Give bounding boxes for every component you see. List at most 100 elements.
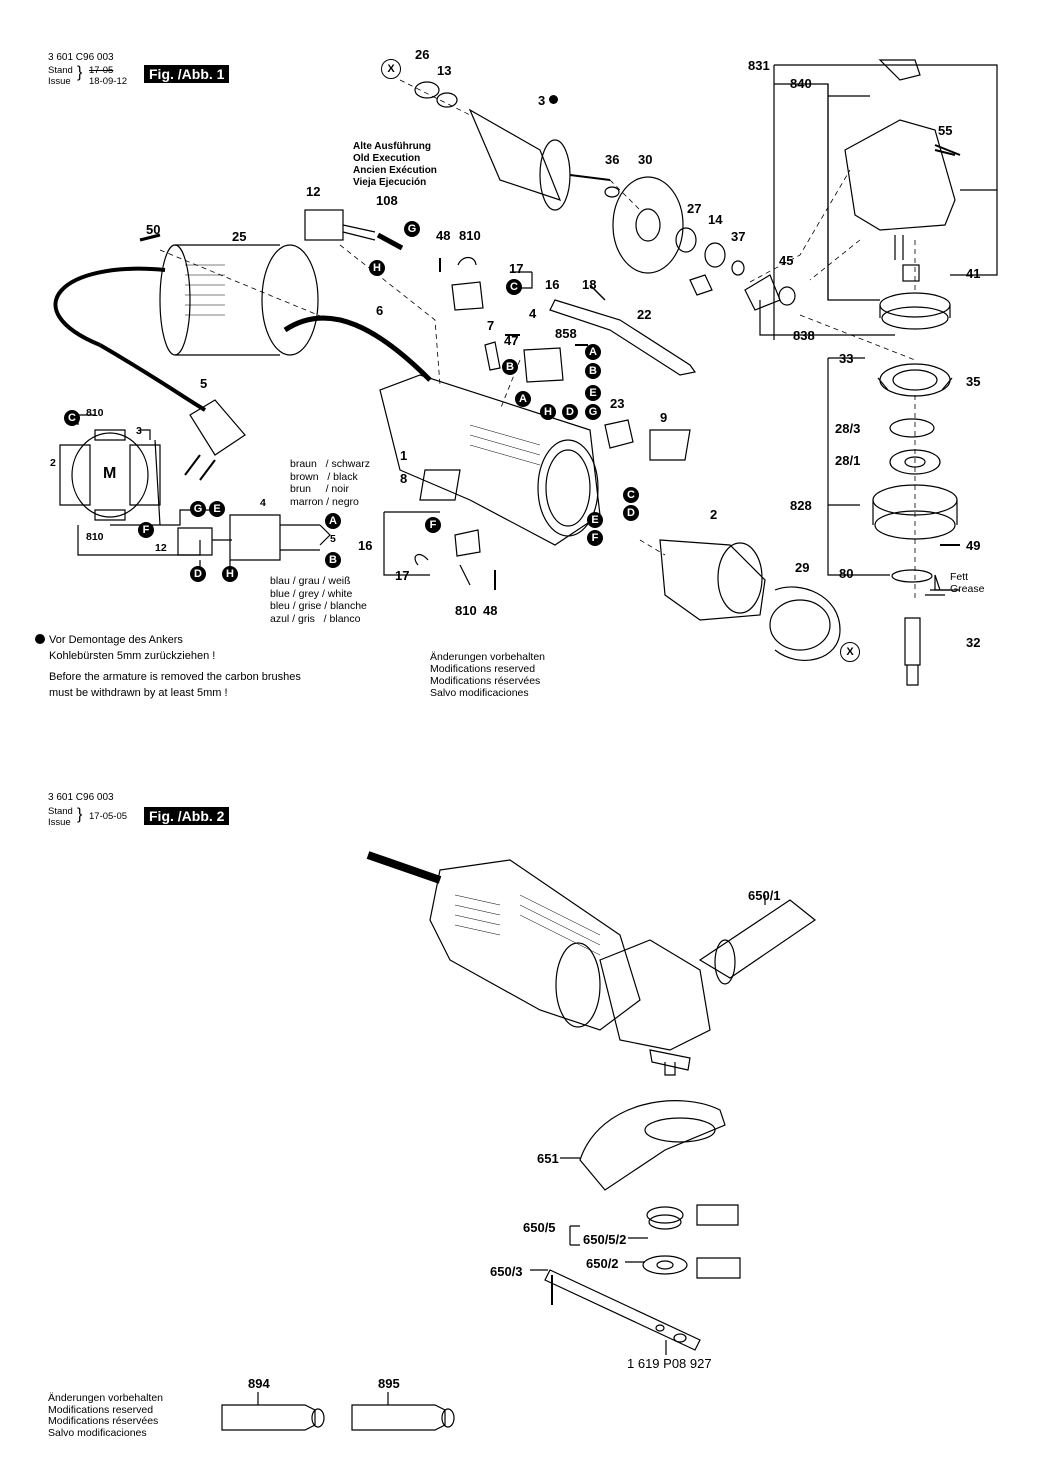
wire-3: 3 (136, 425, 142, 437)
part-37: 37 (731, 229, 746, 244)
wire-marker-d: D (190, 566, 206, 582)
part-25: 25 (232, 229, 247, 244)
part-13: 13 (437, 63, 452, 78)
marker-g-2: G (585, 404, 601, 420)
part-3: 3 (538, 93, 546, 108)
fig2-modifications: Änderungen vorbehalten Modifications res… (48, 1392, 164, 1439)
part-12: 12 (306, 184, 321, 199)
marker-h-2: H (540, 404, 556, 420)
part-16-b: 16 (358, 538, 373, 553)
marker-d-2: D (623, 505, 639, 521)
motor-m: M (103, 465, 117, 482)
part-23: 23 (610, 396, 625, 411)
marker-g: G (404, 221, 420, 237)
part-650-2: 650/2 (586, 1256, 619, 1271)
armature-note-dot (549, 95, 558, 104)
part-828: 828 (790, 498, 812, 513)
part-47: 47 (504, 333, 519, 348)
wire-marker-h: H (222, 566, 238, 582)
part-36: 36 (605, 152, 620, 167)
part-28-1: 28/1 (835, 453, 861, 468)
brush-note-de: Vor Demontage des Ankers Kohlebürsten 5m… (49, 634, 216, 662)
fig2-doc-number: 3 601 C96 003 (48, 792, 114, 803)
marker-f-2: F (587, 530, 603, 546)
part-6: 6 (376, 303, 384, 318)
marker-x-top: X (381, 59, 401, 79)
marker-a-2: A (515, 391, 531, 407)
marker-b-1: B (502, 359, 518, 375)
part-16: 16 (545, 277, 560, 292)
part-29: 29 (795, 560, 810, 575)
marker-x-bottom: X (840, 642, 860, 662)
part-55: 55 (938, 123, 953, 138)
wire-marker-b: B (325, 552, 341, 568)
marker-c-2: C (623, 487, 639, 503)
wire-colors-top: braun / schwarz brown / black brun / noi… (290, 458, 370, 508)
fig1-issue-value: 18-09-12 (89, 76, 128, 87)
part-650-3: 650/3 (490, 1264, 523, 1279)
brace-2: } (77, 806, 83, 823)
part-1: 1 (400, 448, 408, 463)
part-17-b: 17 (395, 568, 410, 583)
brush-note-en: Before the armature is removed the carbo… (49, 671, 301, 699)
note-bullet (35, 634, 45, 644)
part-895: 895 (378, 1376, 400, 1391)
marker-c: C (506, 279, 522, 295)
part-49: 49 (966, 538, 981, 553)
marker-f-1: F (425, 517, 441, 533)
wire-2: 2 (50, 457, 56, 469)
brace: } (77, 64, 83, 81)
fig1-stand-label: Stand (48, 65, 73, 76)
wire-5: 5 (330, 533, 336, 545)
part-28-3: 28/3 (835, 421, 861, 436)
fig1-label: Fig. /Abb. 1 (144, 65, 230, 83)
part-14: 14 (708, 212, 723, 227)
bracket-838 (759, 300, 895, 336)
wire-810-bottom: 810 (86, 531, 104, 543)
part-650-5: 650/5 (523, 1220, 556, 1235)
wire-marker-e: E (209, 501, 225, 517)
part-858: 858 (555, 326, 577, 341)
part-810: 810 (459, 228, 481, 243)
marker-e-2: E (587, 512, 603, 528)
part-8: 8 (400, 471, 408, 486)
part-22: 22 (637, 307, 652, 322)
accessory-number: 1 619 P08 927 (627, 1356, 712, 1371)
marker-b-2: B (585, 363, 601, 379)
wire-marker-a: A (325, 513, 341, 529)
marker-h: H (369, 260, 385, 276)
part-50: 50 (146, 222, 161, 237)
part-27: 27 (687, 201, 702, 216)
part-18: 18 (582, 277, 597, 292)
part-651: 651 (537, 1151, 559, 1166)
wire-4: 4 (260, 497, 266, 509)
part-650-5-2: 650/5/2 (583, 1232, 627, 1247)
fig1-doc-number: 3 601 C96 003 (48, 52, 114, 63)
fig2-issue-label: Issue (48, 817, 71, 828)
fig2-label: Fig. /Abb. 2 (144, 807, 230, 825)
wire-810-top: 810 (86, 407, 104, 419)
marker-e-1: E (585, 385, 601, 401)
wire-12: 12 (155, 542, 167, 554)
fig2-stand-label: Stand (48, 806, 73, 817)
part-7: 7 (487, 318, 495, 333)
part-26: 26 (415, 47, 430, 62)
part-30: 30 (638, 152, 653, 167)
grease-label: Fett Grease (950, 571, 985, 595)
part-5: 5 (200, 376, 208, 391)
marker-a-1: A (585, 344, 601, 360)
part-9: 9 (660, 410, 668, 425)
fig2-stand-value: 17-05-05 (89, 811, 128, 822)
part-17: 17 (509, 261, 524, 276)
part-650-1: 650/1 (748, 888, 781, 903)
wire-marker-c: C (64, 410, 80, 426)
part-838: 838 (793, 328, 815, 343)
wire-marker-f: F (138, 522, 154, 538)
fig1-stand-value: 17-05 (89, 65, 114, 76)
part-831: 831 (748, 58, 770, 73)
part-2: 2 (710, 507, 718, 522)
part-108: 108 (376, 193, 398, 208)
part-33: 33 (839, 351, 854, 366)
part-48-b: 48 (483, 603, 498, 618)
